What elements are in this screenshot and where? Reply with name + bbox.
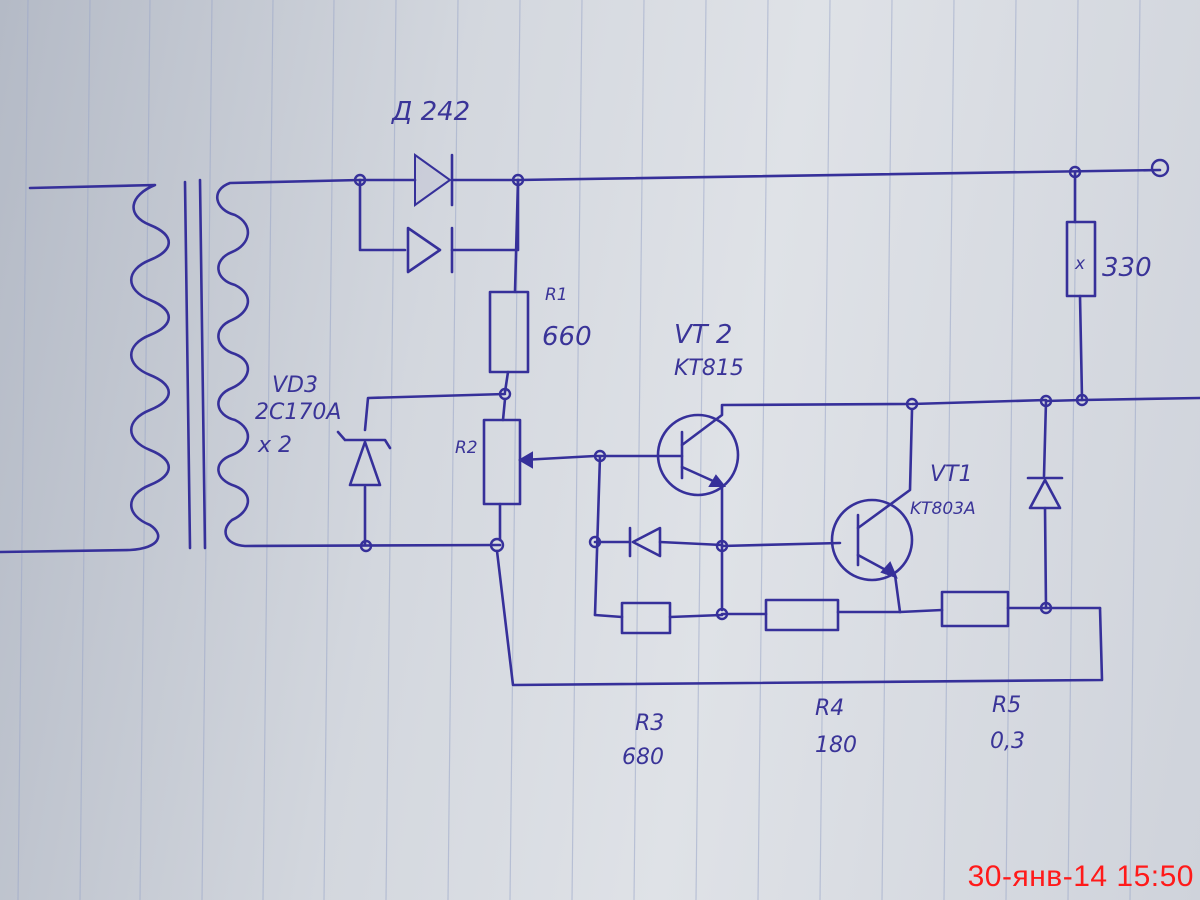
transistor-vt2 [593,402,912,612]
label-r2-name: R2 [455,438,478,458]
rectifier-diodes [353,153,525,274]
r5-and-diode [910,394,1102,628]
label-r1-name: R1 [545,285,568,305]
transistor-vt1 [830,397,944,614]
r1-r2-divider [482,178,1104,687]
label-r3-name: R3 [635,711,664,736]
label-r4-name: R4 [815,696,844,721]
label-vd3-type: 2C170A [255,400,341,425]
label-vt1-name: VT1 [930,462,973,487]
label-load-mark: x [1074,254,1086,274]
zener-vd3 [336,392,507,553]
label-r5-value: 0,3 [990,729,1025,754]
top-rail [516,168,1162,182]
label-vt2-name: VT 2 [674,320,732,350]
label-vd3-name: VD3 [272,373,318,398]
output-terminal-positive [1150,158,1170,178]
photo-timestamp: 30-янв-14 15:50 [967,860,1194,893]
load-resistor [1065,170,1200,407]
notebook-ruling [17,0,1141,900]
base-network [588,454,902,635]
transformer [0,178,502,554]
label-vd3-count: x 2 [257,433,292,458]
label-load-value: 330 [1102,253,1152,283]
label-r3-value: 680 [622,745,664,770]
label-vt1-type: KT803A [910,499,976,519]
label-diode-bridge: Д 242 [391,97,470,127]
label-vt2-type: KT815 [674,356,744,381]
label-r5-name: R5 [992,693,1021,718]
label-r4-value: 180 [815,733,857,758]
label-r1-value: 660 [542,322,592,352]
